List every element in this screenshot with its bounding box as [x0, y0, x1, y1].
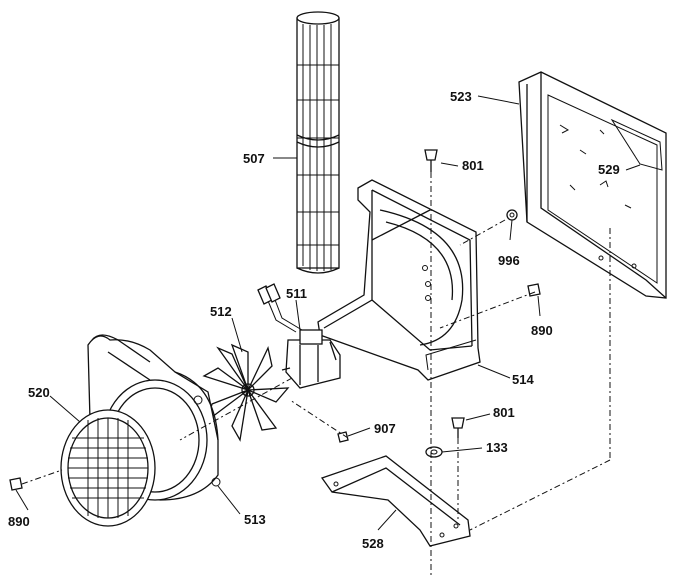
part-801-screw-bottom	[451, 417, 465, 438]
part-512-fan-blade	[202, 343, 290, 442]
label-512: 512	[210, 304, 232, 319]
label-907: 907	[374, 421, 396, 436]
label-133: 133	[486, 440, 508, 455]
label-507: 507	[243, 151, 265, 166]
part-996-nut	[506, 209, 518, 221]
part-511-motor	[257, 283, 341, 389]
label-996: 996	[498, 253, 520, 268]
part-133-grommet	[425, 446, 443, 458]
label-890-left: 890	[8, 514, 30, 529]
label-514: 514	[512, 372, 534, 387]
part-890-screw-left	[9, 477, 23, 491]
label-511: 511	[286, 286, 307, 301]
assembly-lines	[21, 172, 611, 575]
part-907-bushing	[337, 431, 349, 443]
label-529: 529	[598, 162, 620, 177]
leader-lines	[15, 95, 641, 531]
part-528-base-bracket	[320, 455, 471, 547]
label-801-bottom: 801	[493, 405, 515, 420]
label-890-right: 890	[531, 323, 553, 338]
label-513: 513	[244, 512, 266, 527]
label-520: 520	[28, 385, 50, 400]
part-520-grille	[60, 409, 156, 527]
part-514-bracket	[317, 179, 481, 381]
label-528: 528	[362, 536, 384, 551]
label-801-top: 801	[462, 158, 484, 173]
part-523-panel	[518, 71, 667, 299]
part-507-blower-wheel	[296, 11, 340, 274]
part-labels: 507 523 801 529 996 511 512 890 520 514 …	[8, 89, 620, 551]
part-801-screw-top	[424, 149, 438, 172]
label-523: 523	[450, 89, 472, 104]
